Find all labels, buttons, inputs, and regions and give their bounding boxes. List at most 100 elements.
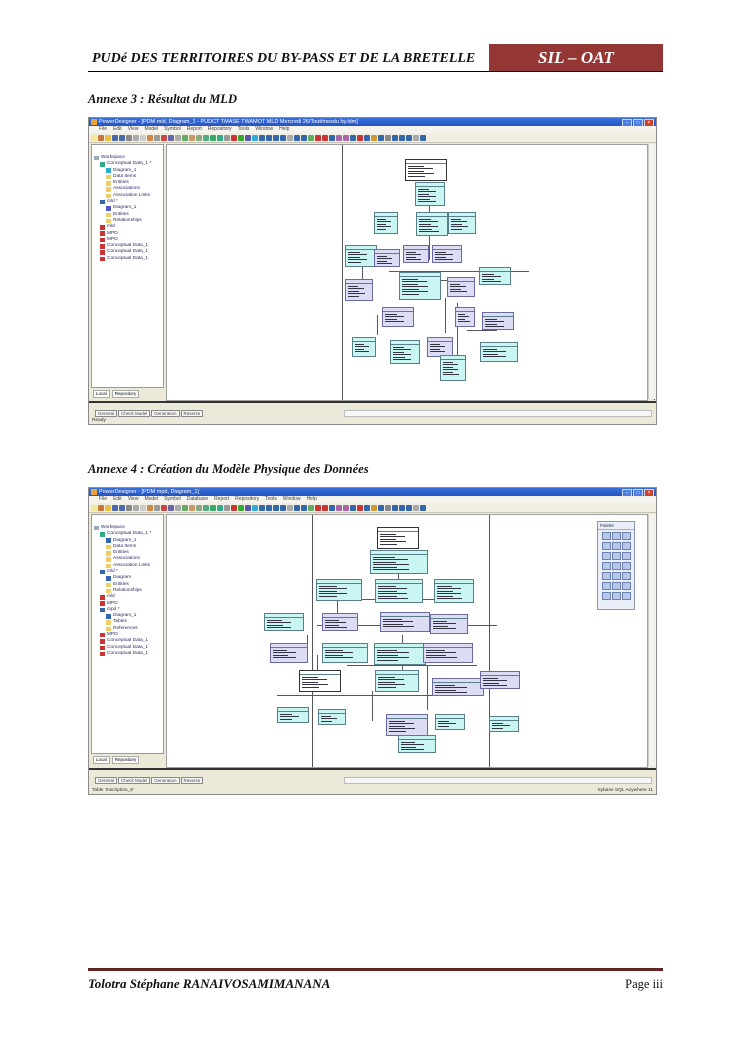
toolbar-button-icon[interactable] — [406, 504, 412, 511]
toolbar-button-icon[interactable] — [119, 504, 125, 511]
palette-tool-icon[interactable] — [622, 582, 631, 590]
toolbar-button-icon[interactable] — [385, 134, 391, 141]
tree-item[interactable]: Entities — [92, 550, 163, 556]
entity-table[interactable] — [427, 337, 453, 357]
toolbar-button-icon[interactable] — [350, 134, 356, 141]
tree-item[interactable]: Diagram_1 — [92, 205, 163, 211]
tree-item[interactable]: Associations — [92, 186, 163, 192]
toolbar-button-icon[interactable] — [126, 134, 132, 141]
toolbar-button-icon[interactable] — [91, 504, 97, 511]
tree-item[interactable]: mld * — [92, 199, 163, 205]
menu-model[interactable]: Model — [144, 126, 159, 132]
palette-tool-icon[interactable] — [612, 532, 621, 540]
palette-tool-icon[interactable] — [612, 542, 621, 550]
entity-table[interactable] — [416, 212, 448, 236]
toolbar-button-icon[interactable] — [294, 504, 300, 511]
toolbar-button-icon[interactable] — [161, 134, 167, 141]
menu-help[interactable]: Help — [279, 126, 290, 132]
tree-item[interactable]: MPD — [92, 237, 163, 243]
toolbar-button-icon[interactable] — [140, 134, 146, 141]
palette-tool-icon[interactable] — [612, 562, 621, 570]
tree-item[interactable]: Diagram_1 — [92, 613, 163, 619]
entity-table[interactable] — [345, 279, 373, 301]
tree-item[interactable]: Relationships — [92, 218, 163, 224]
output-horizontal-scrollbar[interactable] — [344, 410, 652, 417]
toolbar-button-icon[interactable] — [245, 504, 251, 511]
entity-table[interactable] — [270, 643, 308, 663]
toolbar-button-icon[interactable] — [294, 134, 300, 141]
toolbar-button-icon[interactable] — [322, 134, 328, 141]
toolbar-button-icon[interactable] — [154, 504, 160, 511]
entity-table[interactable] — [277, 707, 309, 723]
palette-tool-icon[interactable] — [622, 532, 631, 540]
toolbar-button-icon[interactable] — [350, 504, 356, 511]
palette-tool-icon[interactable] — [602, 582, 611, 590]
toolbar-button-icon[interactable] — [203, 504, 209, 511]
tree-item[interactable]: Conceptual Data_1 — [92, 256, 163, 262]
toolbar-button-icon[interactable] — [238, 134, 244, 141]
tree-item[interactable]: Associations — [92, 556, 163, 562]
tree-item[interactable]: Entities — [92, 582, 163, 588]
toolbar-button-icon[interactable] — [287, 134, 293, 141]
toolbar-button-icon[interactable] — [133, 134, 139, 141]
tab-repository[interactable]: Repository — [111, 389, 140, 398]
toolbar-button-icon[interactable] — [378, 504, 384, 511]
diagram-canvas[interactable] — [166, 144, 655, 401]
toolbar-button-icon[interactable] — [154, 134, 160, 141]
toolbar-button-icon[interactable] — [392, 134, 398, 141]
tree-item[interactable]: mld — [92, 224, 163, 230]
menu-window[interactable]: Window — [282, 496, 301, 502]
menu-symbol[interactable]: Symbol — [164, 496, 181, 502]
entity-table[interactable] — [430, 614, 468, 634]
entity-table[interactable] — [403, 245, 429, 263]
toolbar-button-icon[interactable] — [210, 504, 216, 511]
toolbar-button-icon[interactable] — [364, 504, 370, 511]
entity-table[interactable] — [375, 670, 419, 692]
tree-item[interactable]: MPD — [92, 632, 163, 638]
entity-table[interactable] — [380, 612, 430, 632]
entity-table[interactable] — [382, 307, 414, 327]
toolbar-button-icon[interactable] — [140, 504, 146, 511]
toolbar-button-icon[interactable] — [371, 504, 377, 511]
entity-table[interactable] — [434, 579, 474, 603]
tree-item[interactable]: Conceptual Data_1 — [92, 638, 163, 644]
palette-tool-icon[interactable] — [622, 562, 631, 570]
toolbar-button-icon[interactable] — [420, 134, 426, 141]
toolbar-button-icon[interactable] — [336, 134, 342, 141]
toolbar-button-icon[interactable] — [189, 504, 195, 511]
toolbar-button-icon[interactable] — [91, 134, 97, 141]
output-tab-check-model[interactable]: Check Model — [118, 410, 151, 417]
menu-view[interactable]: View — [127, 126, 139, 132]
palette-tool-icon[interactable] — [622, 552, 631, 560]
output-tab-check-model[interactable]: Check Model — [118, 777, 151, 784]
entity-table[interactable] — [435, 714, 465, 730]
menu-help[interactable]: Help — [306, 496, 317, 502]
toolbar-button-icon[interactable] — [98, 134, 104, 141]
diagram-canvas[interactable] — [166, 514, 648, 768]
entity-table[interactable] — [448, 212, 476, 234]
toolbar-button-icon[interactable] — [238, 504, 244, 511]
entity-table[interactable] — [480, 342, 518, 362]
diagram-note[interactable] — [299, 670, 341, 692]
tree-item[interactable]: MPD — [92, 231, 163, 237]
palette-tool-icon[interactable] — [612, 582, 621, 590]
toolbar-button-icon[interactable] — [336, 504, 342, 511]
toolbar-button-icon[interactable] — [315, 504, 321, 511]
toolbar-button-icon[interactable] — [147, 504, 153, 511]
tree-item[interactable]: Conceptual Data_1 — [92, 243, 163, 249]
palette-tool-icon[interactable] — [602, 532, 611, 540]
toolbar-button-icon[interactable] — [105, 134, 111, 141]
entity-table[interactable] — [352, 337, 376, 357]
toolbar-button-icon[interactable] — [259, 134, 265, 141]
entity-table[interactable] — [479, 267, 511, 285]
diagram-note[interactable] — [377, 527, 419, 549]
output-tab-generation[interactable]: Generation — [151, 410, 180, 417]
toolbar-button-icon[interactable] — [175, 134, 181, 141]
toolbar-button-icon[interactable] — [231, 504, 237, 511]
output-horizontal-scrollbar[interactable] — [344, 777, 652, 784]
toolbar-button-icon[interactable] — [182, 134, 188, 141]
palette-tool-icon[interactable] — [612, 592, 621, 600]
toolbar-button-icon[interactable] — [315, 134, 321, 141]
palette-tool-icon[interactable] — [622, 542, 631, 550]
entity-table[interactable] — [370, 550, 428, 574]
